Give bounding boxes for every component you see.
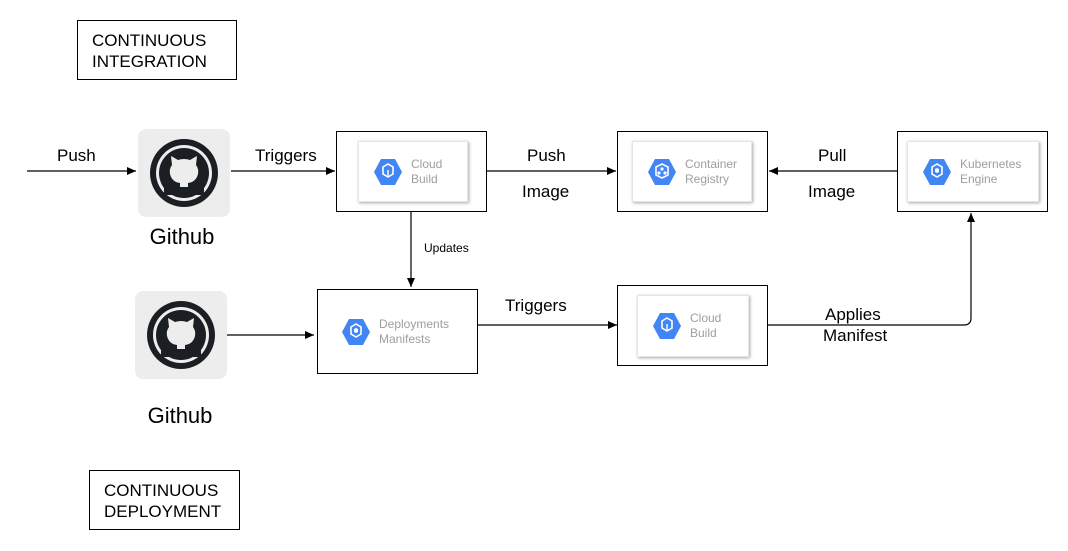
cloud-build-hex-icon	[374, 158, 402, 185]
edge-applies-manifest	[768, 213, 975, 326]
github-octocat-icon	[147, 301, 215, 369]
container-registry-hex-icon	[648, 158, 676, 185]
label-triggers-top: Triggers	[255, 146, 317, 165]
label-triggers-bottom: Triggers	[505, 296, 567, 315]
cloud-build-bottom-node[interactable]: Cloud Build	[617, 285, 768, 366]
kubernetes-engine-label: Kubernetes Engine	[960, 156, 1022, 186]
container-registry-node[interactable]: Container Registry	[617, 131, 768, 212]
cloud-build-top-label: Cloud Build	[411, 156, 443, 186]
cd-section-label: CONTINUOUS DEPLOYMENT	[89, 470, 240, 530]
github-top-label: Github	[149, 224, 215, 249]
label-pull-image-1: Pull	[818, 146, 847, 165]
deployments-manifests-hex-icon	[342, 319, 370, 345]
kubernetes-engine-hex-icon	[923, 158, 951, 185]
deployments-manifests-node[interactable]: Deployments Manifests	[317, 289, 478, 374]
label-applies-1: Applies	[825, 305, 881, 324]
github-top-node[interactable]	[138, 129, 230, 217]
label-updates: Updates	[424, 241, 469, 255]
label-applies-2: Manifest	[823, 326, 888, 345]
label-pull-image-2: Image	[808, 182, 856, 201]
cloud-build-hex-icon	[653, 313, 681, 339]
github-octocat-icon	[150, 139, 218, 207]
github-bottom-label: Github	[147, 403, 213, 428]
kubernetes-engine-node[interactable]: Kubernetes Engine	[897, 131, 1048, 212]
container-registry-label: Container Registry	[685, 156, 738, 186]
label-push-image-1: Push	[527, 146, 566, 165]
ci-section-label: CONTINUOUS INTEGRATION	[77, 20, 237, 80]
label-push-image-2: Image	[522, 182, 570, 201]
deployments-manifests-label: Deployments Manifests	[379, 317, 450, 346]
github-bottom-node[interactable]	[135, 291, 227, 379]
cloud-build-top-node[interactable]: Cloud Build	[336, 131, 487, 212]
label-push-in: Push	[57, 146, 96, 165]
cloud-build-bottom-label: Cloud Build	[690, 311, 722, 340]
